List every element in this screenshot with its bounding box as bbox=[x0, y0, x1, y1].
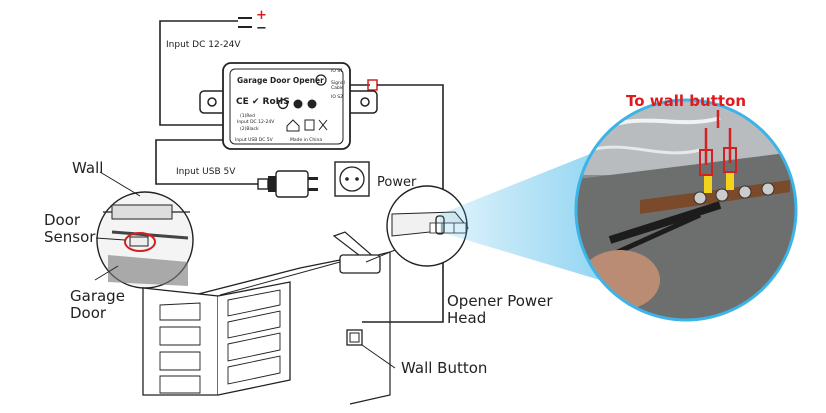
photo-frame bbox=[574, 98, 798, 322]
garage-door bbox=[142, 281, 291, 396]
black-lead-label: (2)Black bbox=[240, 127, 259, 132]
device-title: Garage Door Opener bbox=[237, 76, 324, 85]
wall-button-icon bbox=[346, 329, 363, 346]
io-s1-label: IO S1 bbox=[331, 69, 344, 74]
door-sensor-label: Door Sensor bbox=[44, 211, 96, 246]
power-label: Power bbox=[377, 175, 417, 190]
garage-door-label: Garage Door bbox=[70, 287, 125, 322]
power-socket bbox=[334, 161, 370, 197]
device-dc-label: Input DC 12-24V bbox=[237, 120, 275, 125]
usb-wire bbox=[155, 139, 258, 185]
device-usb-label: Input USB DC 5V bbox=[235, 138, 273, 143]
usb-input-label: Input USB 5V bbox=[176, 167, 236, 177]
cert-marks: CE ✔ RoHS bbox=[236, 97, 290, 107]
to-wall-button-callout: To wall button bbox=[626, 92, 746, 110]
red-lead-label: (1)Red bbox=[240, 114, 255, 119]
wall-label: Wall bbox=[72, 159, 104, 177]
signal-cable-label: Signal Cable bbox=[331, 81, 345, 91]
usb-plug bbox=[257, 170, 318, 198]
plus-sign: + bbox=[256, 8, 267, 23]
device-box bbox=[199, 62, 378, 150]
io-s2-label: IO S2 bbox=[331, 95, 344, 100]
door-sensor-zoom bbox=[96, 191, 194, 289]
minus-sign: − bbox=[256, 21, 267, 36]
dc-input-label: Input DC 12-24V bbox=[166, 40, 241, 50]
wiring-photo bbox=[576, 100, 796, 320]
dc-input-wire bbox=[159, 20, 238, 126]
made-in-label: Made in China bbox=[290, 138, 323, 143]
garage-structure bbox=[174, 231, 391, 405]
opener-head-label: Opener Power Head bbox=[447, 292, 553, 327]
zoom-beam bbox=[440, 150, 600, 280]
wall-button-label: Wall Button bbox=[401, 359, 488, 377]
